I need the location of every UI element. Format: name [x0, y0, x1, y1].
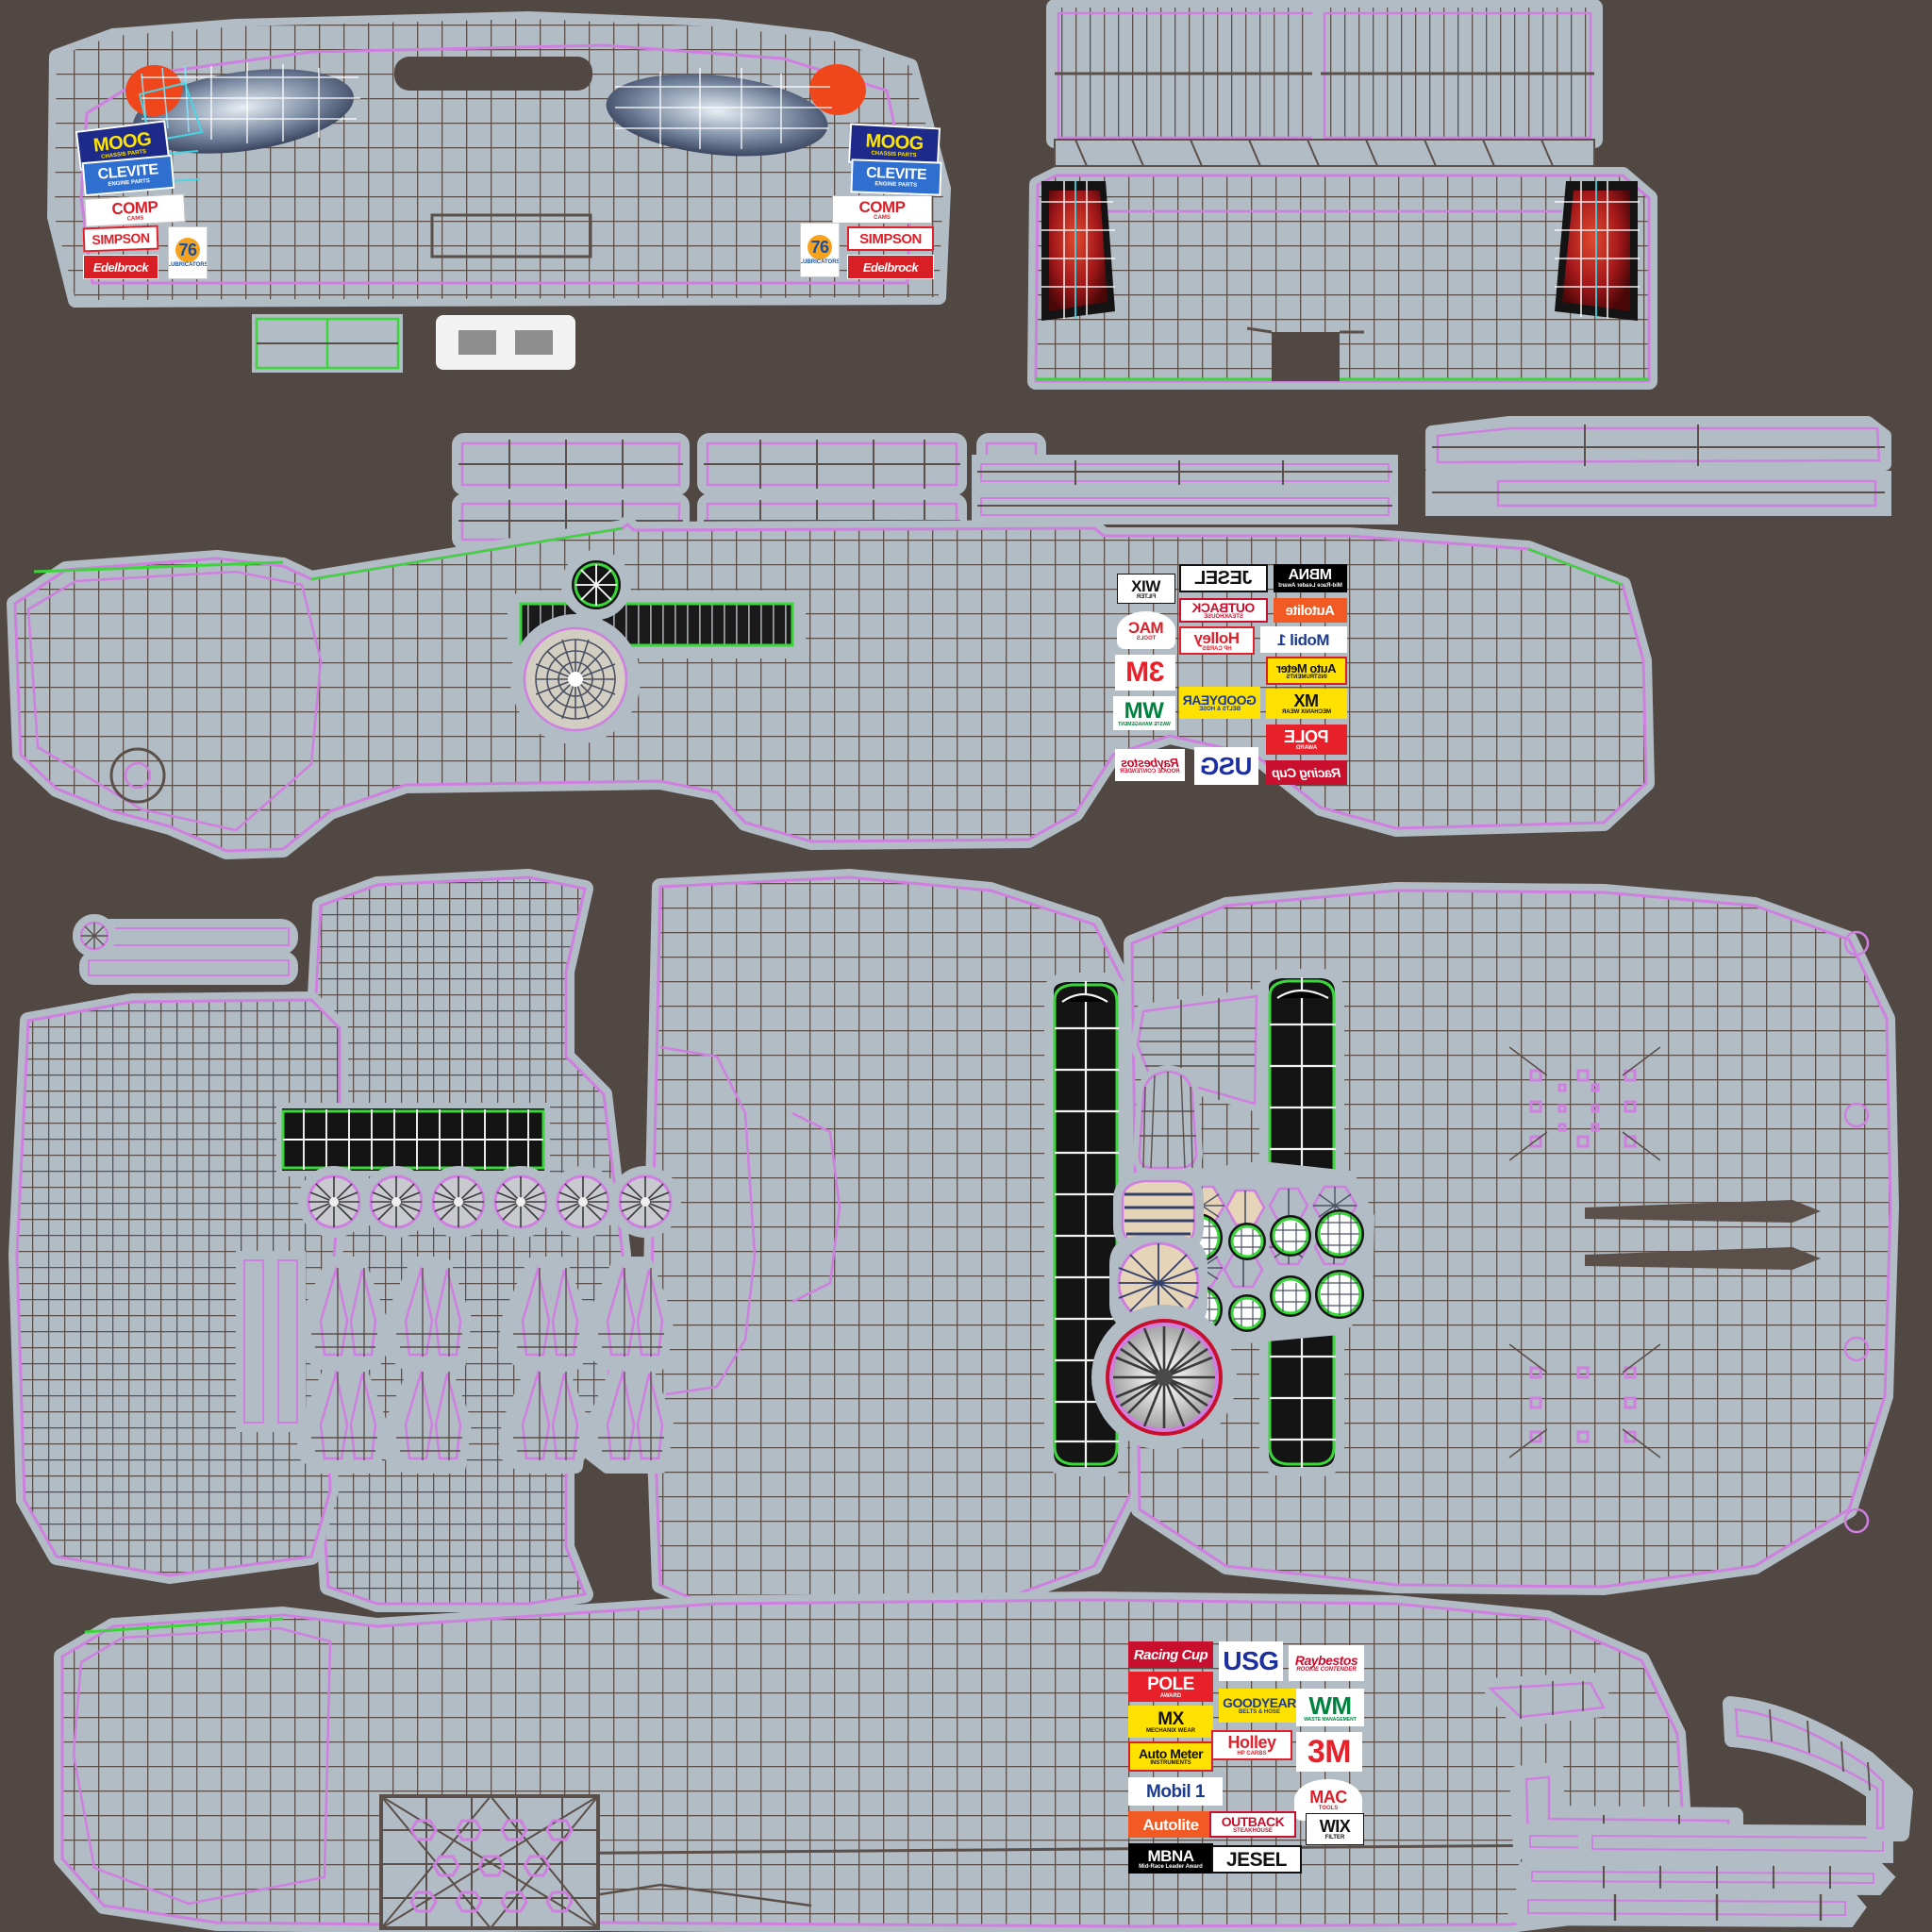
- island-trim-strip-narrow: [972, 455, 1398, 525]
- cone-pair: [583, 1360, 674, 1474]
- mesh-cap: [1270, 1275, 1311, 1317]
- taillight-decal-left: [1041, 181, 1115, 321]
- cone-pair: [296, 1360, 387, 1474]
- decal-racing-cup[interactable]: Racing Cup: [1128, 1641, 1213, 1668]
- cone-pair: [498, 1257, 589, 1370]
- island-hose-rod-strip: [73, 914, 298, 985]
- decal-edelbrock[interactable]: Edelbrock: [847, 255, 934, 279]
- decal-simpson[interactable]: SIMPSON: [82, 225, 159, 253]
- island-white-tab: [436, 315, 575, 370]
- island-spoke-wheel-detail: [1091, 1305, 1237, 1450]
- island-rocker-rail-strips: [1503, 1762, 1896, 1928]
- island-right-side-panel: [7, 516, 1655, 859]
- decal-edelbrock[interactable]: Edelbrock: [83, 255, 158, 279]
- island-lugnut-cluster: [1109, 1161, 1374, 1346]
- decal-3m[interactable]: 3M: [1296, 1732, 1362, 1772]
- decal-autolite[interactable]: Autolite: [1274, 598, 1347, 623]
- decal-jesel[interactable]: JESEL: [1211, 1845, 1302, 1874]
- island-brake-rotor: [510, 614, 641, 744]
- mesh-cap: [1228, 1294, 1266, 1332]
- island-lower-side-panel: [54, 1591, 1693, 1932]
- decal-mobil-1[interactable]: Mobil 1: [1260, 626, 1347, 653]
- island-cone-pair-row-b: [296, 1360, 674, 1474]
- island-small-green-box: [252, 314, 403, 373]
- bolt-cluster-lower: [1508, 1343, 1661, 1458]
- decal-autolite[interactable]: Autolite: [1128, 1811, 1213, 1838]
- mesh-cap: [1315, 1270, 1364, 1319]
- cone-pair: [583, 1257, 674, 1370]
- island-cone-dome: [1132, 1064, 1204, 1174]
- island-rear-spoiler-blades: [1046, 0, 1603, 167]
- mesh-cap: [1270, 1215, 1311, 1257]
- bolt-cluster-upper: [1508, 1046, 1661, 1161]
- decal-union-76[interactable]: 76 LUBRICATORS: [168, 226, 208, 279]
- decal-3m[interactable]: 3M: [1115, 655, 1175, 691]
- island-trim-strip-row-right: [1425, 416, 1891, 516]
- island-rear-wing-support: [1723, 1696, 1913, 1841]
- cone-pair: [381, 1360, 472, 1474]
- mesh-cap: [1315, 1209, 1364, 1258]
- decal-usg[interactable]: USG: [1219, 1641, 1283, 1681]
- decal-union-76[interactable]: 76 LUBRICATORS: [800, 223, 840, 277]
- wheel-item: [298, 1166, 370, 1238]
- hex-nut: [1224, 1189, 1266, 1226]
- taillight-decal-right: [1555, 181, 1640, 321]
- headlight-decal-right: [606, 63, 866, 157]
- cone-pair: [296, 1257, 387, 1370]
- cone-pair: [498, 1360, 589, 1474]
- island-chassis-dark-bar: [276, 1103, 550, 1176]
- cone-pair: [381, 1257, 472, 1370]
- wheel-item: [423, 1166, 494, 1238]
- spoke-disc: [1109, 1236, 1208, 1330]
- island-wheel-row: [298, 1166, 681, 1238]
- decal-jesel[interactable]: JESEL: [1179, 564, 1268, 592]
- decal-usg[interactable]: USG: [1194, 747, 1258, 785]
- decal-racing-cup[interactable]: Racing Cup: [1266, 760, 1347, 785]
- wheel-item: [609, 1166, 681, 1238]
- wheel-item: [485, 1166, 557, 1238]
- island-chassis-bar-grid: [379, 1794, 600, 1930]
- island-center-body-shell: [642, 869, 1146, 1624]
- wheel-item: [547, 1166, 619, 1238]
- mesh-cap: [1228, 1223, 1266, 1260]
- wheel-item: [360, 1166, 432, 1238]
- island-front-bumper-fascia: [47, 11, 951, 308]
- island-rail-strips: [236, 1251, 306, 1432]
- island-rear-bumper-fascia: [1027, 167, 1657, 390]
- island-grille-wheel-small: [561, 550, 631, 620]
- decal-mobil-1[interactable]: Mobil 1: [1128, 1777, 1223, 1806]
- decal-simpson[interactable]: SIMPSON: [847, 226, 934, 251]
- island-trailing-vane: [1480, 1673, 1616, 1727]
- island-cone-pair-row-a: [296, 1257, 674, 1370]
